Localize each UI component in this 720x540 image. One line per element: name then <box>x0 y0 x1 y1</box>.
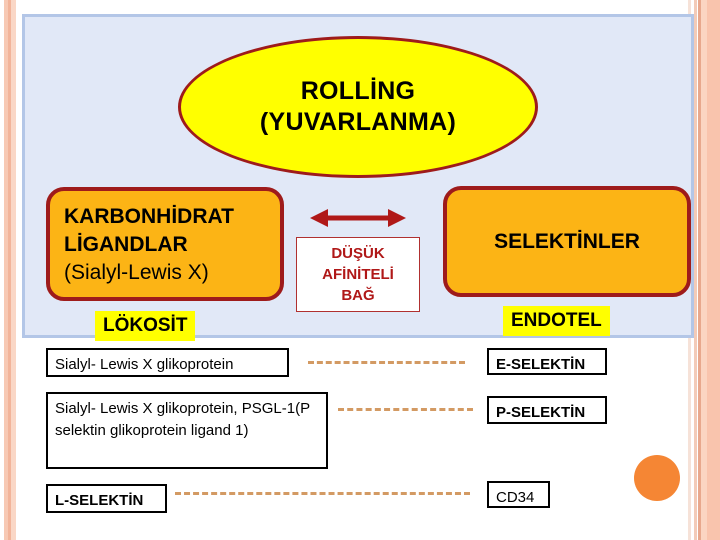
right-border-stripe-5 <box>707 0 720 540</box>
right-border-stripe-2 <box>694 0 697 540</box>
double-arrow-icon <box>310 206 406 230</box>
leukocyte-label: LÖKOSİT <box>95 311 196 341</box>
selectin-cell-2: P-SELEKTİN <box>487 396 607 424</box>
left-border-stripe-1 <box>4 0 8 540</box>
selectin-cell-3: CD34 <box>487 481 550 508</box>
low-affinity-bond-line-2: AFİNİTELİ <box>322 265 394 283</box>
selectins-box: SELEKTİNLER <box>443 186 691 297</box>
selectin-cell-1: E-SELEKTİN <box>487 348 607 375</box>
left-border-stripe-3 <box>11 0 16 540</box>
ligand-cell-2: Sialyl- Lewis X glikoprotein, PSGL-1(P s… <box>46 392 328 469</box>
slide-title-line-2: (YUVARLANMA) <box>259 108 457 136</box>
orange-dot-decoration <box>634 455 680 501</box>
ligand-cell-3: L-SELEKTİN <box>46 484 167 513</box>
endothelium-label: ENDOTEL <box>503 306 610 336</box>
slide-title-ellipse: ROLLİNG (YUVARLANMA) <box>178 36 538 178</box>
right-border-stripe-3 <box>698 0 701 540</box>
ligand-cell-1: Sialyl- Lewis X glikoprotein <box>46 348 289 377</box>
slide-title-line-1: ROLLİNG <box>300 76 416 105</box>
connector-dash-2 <box>338 408 473 411</box>
low-affinity-bond-line-3: BAĞ <box>341 287 375 305</box>
carbohydrate-ligands-line-2: LİGANDLAR <box>64 232 188 256</box>
connector-dash-3 <box>175 492 470 495</box>
selectins-box-label: SELEKTİNLER <box>494 229 640 253</box>
connector-dash-1 <box>308 361 465 364</box>
low-affinity-bond-box: DÜŞÜK AFİNİTELİ BAĞ <box>296 237 420 312</box>
carbohydrate-ligands-line-3: (Sialyl-Lewis X) <box>64 260 209 284</box>
left-border-stripe-2 <box>8 0 11 540</box>
low-affinity-bond-line-1: DÜŞÜK <box>331 244 385 262</box>
right-border-stripe-4 <box>701 0 707 540</box>
carbohydrate-ligands-box: KARBONHİDRAT LİGANDLAR (Sialyl-Lewis X) <box>46 187 284 301</box>
carbohydrate-ligands-line-1: KARBONHİDRAT <box>64 205 234 228</box>
